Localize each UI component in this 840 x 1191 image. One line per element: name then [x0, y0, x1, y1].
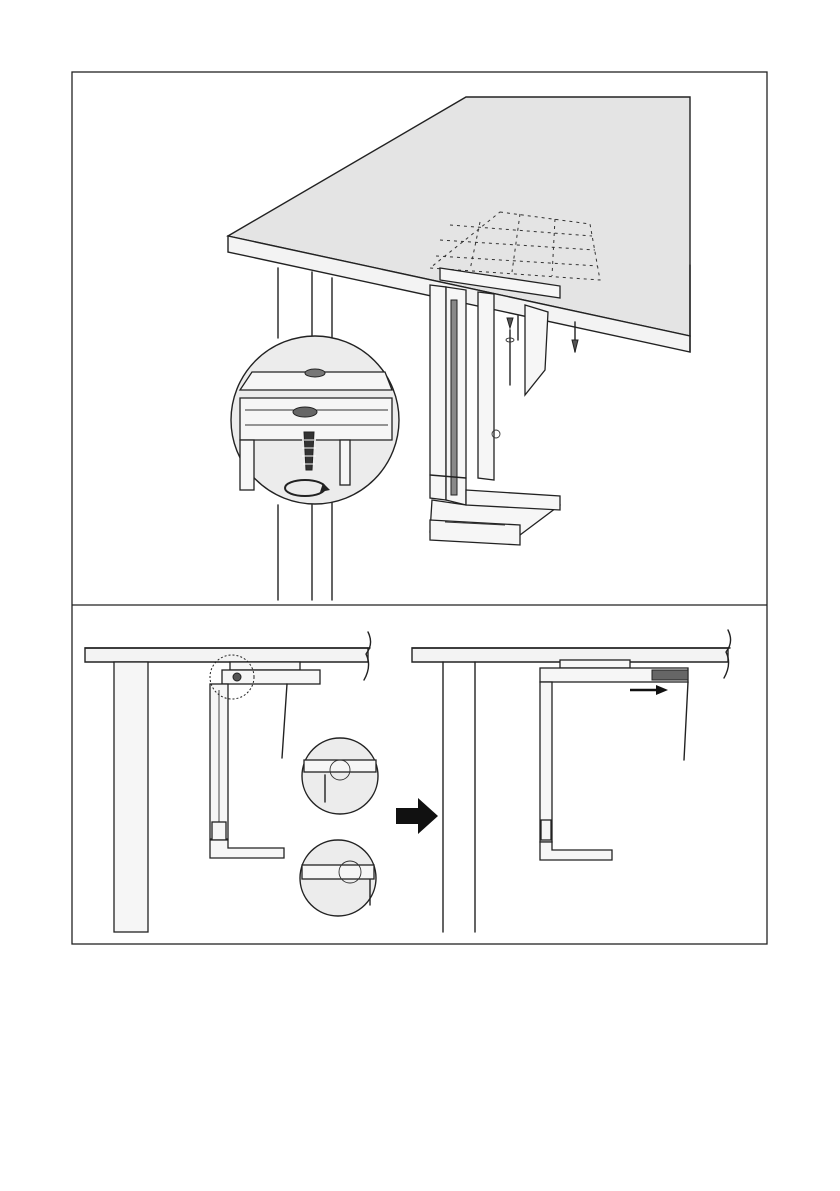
mounting-rail	[230, 662, 300, 670]
side-bracket	[525, 305, 548, 395]
side-strap	[282, 684, 287, 758]
panel-top	[228, 97, 690, 600]
holder-bottom-foot	[210, 840, 284, 858]
desk-leg	[114, 662, 148, 932]
holder-vertical-arm	[540, 682, 552, 842]
screw-detail-magnifier	[231, 336, 399, 504]
mounting-rail	[560, 660, 630, 668]
detail-circle-2	[300, 840, 376, 916]
desk-side-view	[85, 648, 368, 662]
holder-bottom-foot	[540, 842, 612, 860]
step-arrow-icon	[396, 798, 438, 834]
holder-vertical-arm	[430, 285, 500, 505]
side-strap	[684, 682, 688, 760]
detail-circle-1	[302, 738, 378, 814]
panel-bottom-left	[85, 632, 378, 932]
panel-bottom-right	[412, 630, 731, 932]
slide-direction-arrow-icon	[630, 685, 668, 695]
